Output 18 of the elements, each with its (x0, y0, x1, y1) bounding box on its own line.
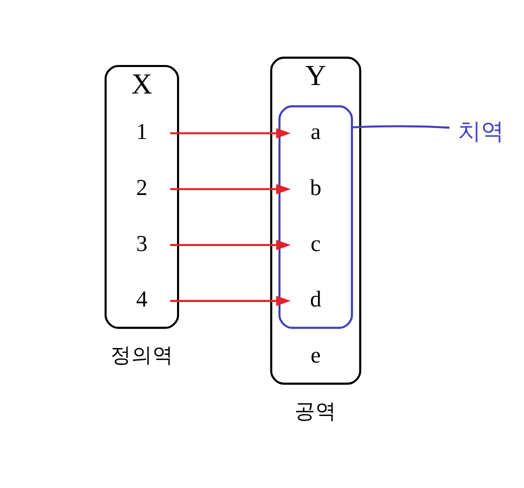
cluster (278, 104, 353, 328)
node-text: d (310, 286, 322, 312)
arrow (170, 239, 291, 250)
arrow (170, 184, 291, 194)
node-text: 치역 (458, 118, 504, 145)
node-text: c (310, 230, 321, 256)
node-text: b (310, 174, 322, 200)
connector (352, 124, 450, 128)
node-text: 2 (136, 174, 148, 200)
node-text: e (310, 342, 321, 368)
node-text: 1 (136, 118, 148, 144)
node-label: 정의역 (110, 342, 174, 366)
node-text: a (310, 118, 321, 144)
arrow (170, 295, 291, 306)
node-text: 3 (136, 230, 148, 256)
node-label: 공역 (294, 398, 337, 422)
node-text: 4 (136, 286, 148, 312)
arrow (170, 128, 291, 138)
